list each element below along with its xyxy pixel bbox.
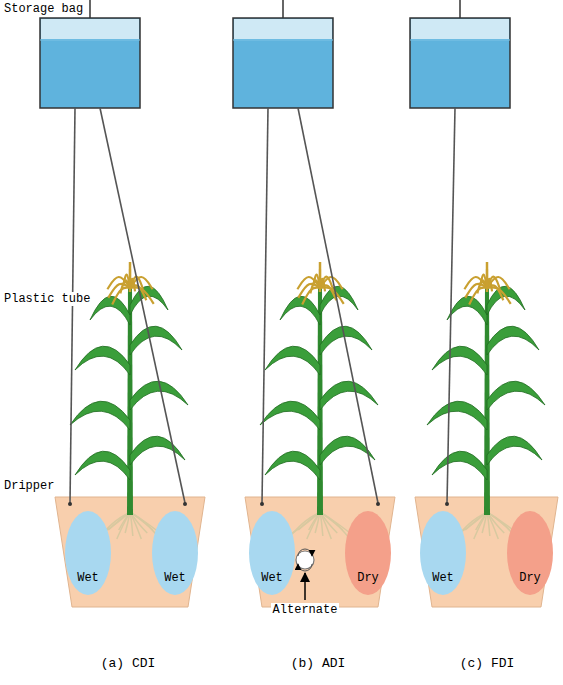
soil-zone: Dry	[507, 511, 553, 595]
leaf	[130, 436, 185, 465]
leaf	[90, 296, 130, 325]
water-level	[410, 40, 510, 41]
leaf	[487, 436, 542, 465]
tassel	[464, 277, 487, 289]
part-label: Plastic tube	[2, 292, 92, 306]
root	[315, 512, 320, 533]
tassel	[108, 284, 130, 298]
dripper	[183, 502, 187, 506]
hanger	[459, 0, 461, 18]
leaf	[130, 326, 182, 355]
panel-caption: (c) FDI	[458, 656, 517, 672]
water-level	[40, 40, 140, 41]
root	[290, 512, 320, 536]
plastic-tube	[298, 108, 378, 503]
tassel	[107, 277, 130, 289]
leaf	[447, 296, 487, 325]
storage-bag	[233, 18, 333, 108]
root	[130, 512, 157, 536]
leaf	[70, 401, 130, 430]
hanger	[89, 0, 91, 18]
storage-bag	[40, 18, 140, 108]
part-label: Storage bag	[2, 2, 85, 16]
pointer-arrow	[304, 573, 306, 600]
bag-air	[411, 19, 509, 39]
dripper	[260, 502, 264, 506]
panel-drawing	[410, 0, 558, 607]
plastic-tube	[100, 108, 185, 503]
panel-caption: (a) CDI	[99, 656, 158, 672]
zone-label: Dry	[357, 571, 379, 595]
tassel	[486, 262, 489, 292]
soil-zone: Wet	[65, 511, 111, 595]
leaf	[427, 401, 487, 430]
part-label: Dripper	[2, 479, 56, 493]
zone-label: Wet	[164, 571, 186, 595]
soil-zone: Wet	[249, 511, 295, 595]
alternate-symbol	[296, 549, 314, 571]
leaf	[260, 401, 320, 430]
plastic-tube	[262, 108, 268, 503]
bag-air	[41, 19, 139, 39]
leaf	[320, 381, 378, 410]
leaf	[432, 451, 487, 480]
root	[117, 512, 130, 539]
root	[307, 512, 320, 539]
tassel	[465, 284, 487, 298]
tassel	[487, 287, 511, 304]
leaf	[320, 326, 372, 355]
root	[125, 512, 130, 533]
dripper	[376, 502, 380, 506]
leaf	[487, 381, 545, 410]
plastic-tube	[447, 108, 455, 503]
zone-label: Dry	[519, 571, 541, 595]
zone-label: Wet	[432, 571, 454, 595]
root	[320, 512, 347, 536]
soil-zone: Wet	[420, 511, 466, 595]
zone-label: Wet	[261, 571, 283, 595]
dripper	[68, 502, 72, 506]
leaf	[75, 346, 130, 375]
hanger	[282, 0, 284, 18]
leaf	[487, 326, 539, 355]
panel-drawing	[233, 0, 395, 607]
soil-zone: Wet	[152, 511, 198, 595]
zone-label: Wet	[77, 571, 99, 595]
tassel	[320, 287, 344, 304]
bag-air	[234, 19, 332, 39]
storage-bag	[410, 18, 510, 108]
part-label: Alternate	[271, 603, 340, 617]
leaf	[265, 346, 320, 375]
tassel	[319, 262, 322, 292]
leaf	[265, 451, 320, 480]
leaf	[75, 451, 130, 480]
water-level	[233, 40, 333, 41]
root	[474, 512, 487, 539]
panel-caption: (b) ADI	[289, 656, 348, 672]
tassel	[129, 262, 132, 292]
root	[482, 512, 487, 533]
tassel	[297, 277, 320, 289]
leaf	[432, 346, 487, 375]
tassel	[298, 284, 320, 298]
leaf	[280, 296, 320, 325]
dripper	[445, 502, 449, 506]
soil-zone: Dry	[345, 511, 391, 595]
